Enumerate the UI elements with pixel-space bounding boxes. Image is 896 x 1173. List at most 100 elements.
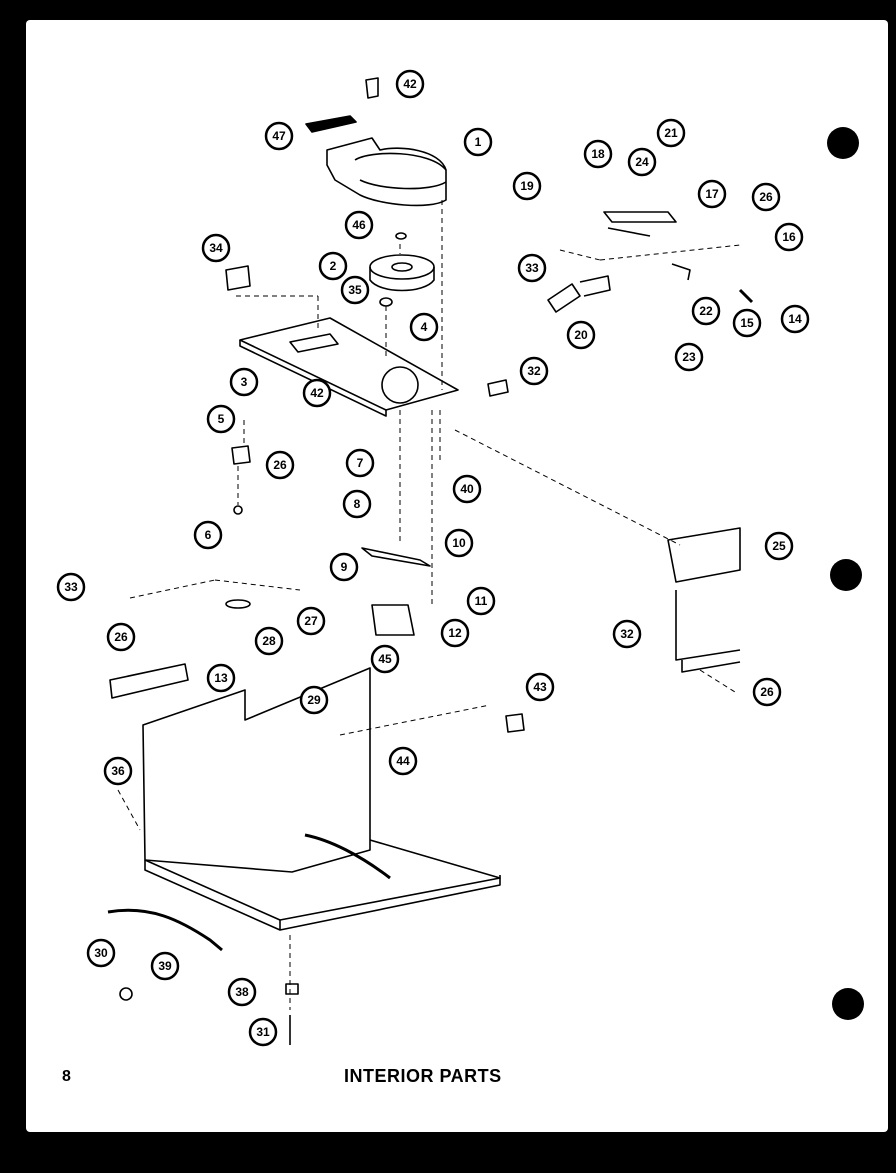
callout-44: 44 <box>388 746 418 776</box>
callout-number: 6 <box>205 528 212 542</box>
callout-number: 12 <box>448 626 462 640</box>
callout-circle <box>296 606 326 636</box>
callout-circle <box>566 320 596 350</box>
callout-circle <box>774 222 804 252</box>
callout-number: 13 <box>214 671 228 685</box>
callout-16: 16 <box>774 222 804 252</box>
small-plate <box>225 265 251 291</box>
callout-3: 3 <box>229 367 259 397</box>
callout-10: 10 <box>444 528 474 558</box>
callout-circle <box>525 672 555 702</box>
page-number: 8 <box>62 1068 71 1085</box>
drive-gear <box>369 254 435 292</box>
gear-nut <box>395 232 407 240</box>
callout-number: 46 <box>352 218 366 232</box>
callout-number: 34 <box>209 241 223 255</box>
callout-circle <box>612 619 642 649</box>
callout-26: 26 <box>106 622 136 652</box>
callout-29: 29 <box>299 685 329 715</box>
binder-hole <box>832 988 864 1020</box>
callout-1: 1 <box>463 127 493 157</box>
callout-circle <box>752 677 782 707</box>
callout-circle <box>409 312 439 342</box>
callout-number: 24 <box>635 155 649 169</box>
callout-circle <box>299 685 329 715</box>
callout-circle <box>344 210 374 240</box>
callout-circle <box>519 356 549 386</box>
callout-number: 2 <box>330 259 337 273</box>
callout-number: 38 <box>235 985 249 999</box>
callout-number: 28 <box>262 634 276 648</box>
callout-23: 23 <box>674 342 704 372</box>
callout-20: 20 <box>566 320 596 350</box>
callout-46: 46 <box>344 210 374 240</box>
callout-number: 43 <box>533 680 547 694</box>
callout-number: 30 <box>94 946 108 960</box>
callout-number: 22 <box>699 304 713 318</box>
side-panel <box>667 527 741 673</box>
callout-19: 19 <box>512 171 542 201</box>
callout-number: 16 <box>782 230 796 244</box>
callout-circle <box>329 552 359 582</box>
callout-circle <box>764 531 794 561</box>
callout-circle <box>103 756 133 786</box>
callout-26: 26 <box>751 182 781 212</box>
callout-circle <box>302 378 332 408</box>
callout-circle <box>517 253 547 283</box>
callout-36: 36 <box>103 756 133 786</box>
callout-circle <box>440 618 470 648</box>
diagram-title: INTERIOR PARTS <box>344 1066 502 1086</box>
callout-42: 42 <box>302 378 332 408</box>
callout-13: 13 <box>206 663 236 693</box>
callout-42: 42 <box>395 69 425 99</box>
callout-33: 33 <box>517 253 547 283</box>
callout-8: 8 <box>342 489 372 519</box>
callout-number: 29 <box>307 693 321 707</box>
callout-circle <box>674 342 704 372</box>
callout-circle <box>452 474 482 504</box>
callout-47: 47 <box>264 121 294 151</box>
binder-hole <box>827 127 859 159</box>
callout-number: 33 <box>64 580 78 594</box>
foot <box>285 983 299 995</box>
connector <box>487 379 509 397</box>
screw <box>233 505 243 515</box>
callout-circle <box>342 489 372 519</box>
callout-22: 22 <box>691 296 721 326</box>
callout-number: 11 <box>475 594 488 608</box>
callout-circle <box>264 121 294 151</box>
callout-number: 35 <box>348 283 362 297</box>
callout-circle <box>583 139 613 169</box>
callout-43: 43 <box>525 672 555 702</box>
callout-number: 33 <box>525 261 539 275</box>
callout-18: 18 <box>583 139 613 169</box>
callout-number: 1 <box>475 135 482 149</box>
callout-number: 23 <box>682 350 696 364</box>
callout-25: 25 <box>764 531 794 561</box>
callout-number: 7 <box>357 456 364 470</box>
callout-number: 15 <box>740 316 754 330</box>
callout-circle <box>732 308 762 338</box>
callout-circle <box>697 179 727 209</box>
callout-17: 17 <box>697 179 727 209</box>
callout-number: 44 <box>396 754 410 768</box>
alignment-lines <box>117 200 741 1010</box>
callout-circle <box>345 448 375 478</box>
side-bracket <box>231 445 251 465</box>
callout-15: 15 <box>732 308 762 338</box>
callout-number: 26 <box>760 685 774 699</box>
callout-number: 4 <box>421 320 428 334</box>
callout-circle <box>229 367 259 397</box>
callout-32: 32 <box>519 356 549 386</box>
callout-circle <box>388 746 418 776</box>
callout-26: 26 <box>752 677 782 707</box>
callout-11: 11 <box>466 586 496 616</box>
callout-circle <box>512 171 542 201</box>
callout-4: 4 <box>409 312 439 342</box>
callout-number: 26 <box>273 458 287 472</box>
callout-circle <box>395 69 425 99</box>
callout-12: 12 <box>440 618 470 648</box>
callout-2: 2 <box>318 251 348 281</box>
